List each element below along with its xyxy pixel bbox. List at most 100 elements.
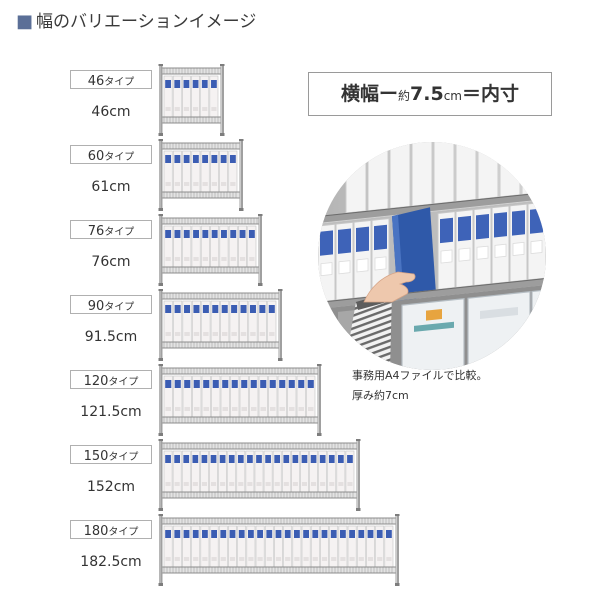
file-binder-label [265,455,271,463]
type-suffix: タイプ [108,377,139,388]
file-binder-foot-label [265,482,271,486]
shelf-bottom-rail-wires [163,417,315,423]
right-post [258,214,262,284]
right-post [395,514,399,584]
file-binder-foot-label [165,182,171,186]
file-binder-foot-label [256,482,262,486]
file-binder-foot-label [241,407,247,411]
file-binder-foot-label [279,407,285,411]
file-binder-foot-label [212,332,218,336]
shelf-bottom-rail-wires [163,117,219,123]
file-binder-label [165,455,171,463]
file-binder-label [259,305,266,313]
wire-shelf-svg [158,514,400,586]
type-number: 150 [83,449,109,464]
width-variant-row: 180タイプ 182.5cm [0,514,600,595]
file-binder-foot-label [249,257,255,261]
post-cap [158,439,163,441]
shelf-bottom-rail [160,491,359,499]
file-binder-foot-label [347,482,353,486]
file-binder-label [248,530,254,538]
file-binder-label [256,455,262,463]
file-binder-label [193,305,200,313]
file-binder-label [192,155,199,163]
file-binder-foot-label [202,557,208,561]
type-suffix: タイプ [104,302,135,313]
file-binder-label [260,380,267,388]
file-binder-label [248,230,255,238]
file-binder-foot-label [358,557,364,561]
file-binder-foot-label [251,407,257,411]
note-approx: 約 [398,89,411,103]
file-binder-foot-label [165,257,171,261]
type-number: 60 [87,149,105,164]
shelf-bottom-rail-wires [163,342,276,348]
file-binder-foot-label [202,107,208,111]
post-cap [158,514,163,516]
file-binder-foot-label [184,332,190,336]
file-binder-foot-label [202,257,208,261]
file-binder-label [210,455,217,463]
file-binder-foot-label [270,407,276,411]
file-binder-foot-label [257,557,263,561]
file-binder-label [338,455,344,463]
post-foot [356,508,361,511]
upper-wire-shelf [318,192,546,224]
file-binder-label [202,155,209,163]
file-binder-label [275,530,282,538]
caption-line-1: 事務用A4ファイルで比較。 [352,369,488,382]
wire-shelf-svg [158,139,244,211]
file-binder-label [174,305,181,313]
lower-binders [318,201,546,303]
right-post [278,289,282,359]
shelf-bottom-rail-wires [163,492,354,498]
left-post [159,214,163,284]
file-binder-foot-label [192,482,198,486]
file-binder-label [183,155,190,163]
file-binder-foot-label [259,332,266,336]
shelf-top-rail-wires [163,218,258,224]
wire-shelf-svg [158,214,263,286]
caption-line-2: 厚み約7cm [352,389,409,402]
file-binder-foot-label [340,557,346,561]
file-binder-label [174,455,180,463]
post-cap [158,364,163,366]
inner-width-note-box: 横幅ー約7.5cm＝内寸 [308,72,552,116]
type-label-box: 60タイプ [70,145,152,164]
post-cap [239,139,244,141]
post-cap [258,214,263,216]
shelf-illustration [158,139,244,211]
width-size-label: 46cm [91,104,131,120]
file-binder-foot-label [349,557,355,561]
file-binder-foot-label [320,482,326,486]
file-binder-foot-label [247,482,253,486]
file-binder-label [174,530,181,538]
shelf-top-rail-wires [163,143,237,149]
file-binder-label [165,230,172,238]
title-square-marker: ■ [16,11,34,32]
file-binder-label [288,380,295,388]
file-binder-label [257,530,263,538]
shelf-top-rail [160,367,320,375]
file-binder-label [229,530,236,538]
file-binder-foot-label [175,407,181,411]
file-binder-label [250,380,257,388]
file-binder-label [268,305,275,313]
file-binder-label [376,530,383,538]
right-post [239,139,243,209]
photo-caption: 事務用A4ファイルで比較。 厚み約7cm [352,366,488,406]
post-foot [239,208,244,211]
left-post [159,514,163,584]
file-binder-label [349,530,355,538]
file-binder-label [165,530,171,538]
file-binder-foot-label [285,557,291,561]
file-binder-label [238,530,245,538]
file-binder-foot-label [232,407,238,411]
file-binder-label [386,530,392,538]
width-variant-row: 120タイプ 121.5cm [0,364,600,445]
file-binder-foot-label [230,182,236,186]
file-binder-foot-label [312,557,318,561]
file-binder-label [174,80,181,88]
file-binder-label [269,380,276,388]
file-binder-foot-label [165,407,171,411]
